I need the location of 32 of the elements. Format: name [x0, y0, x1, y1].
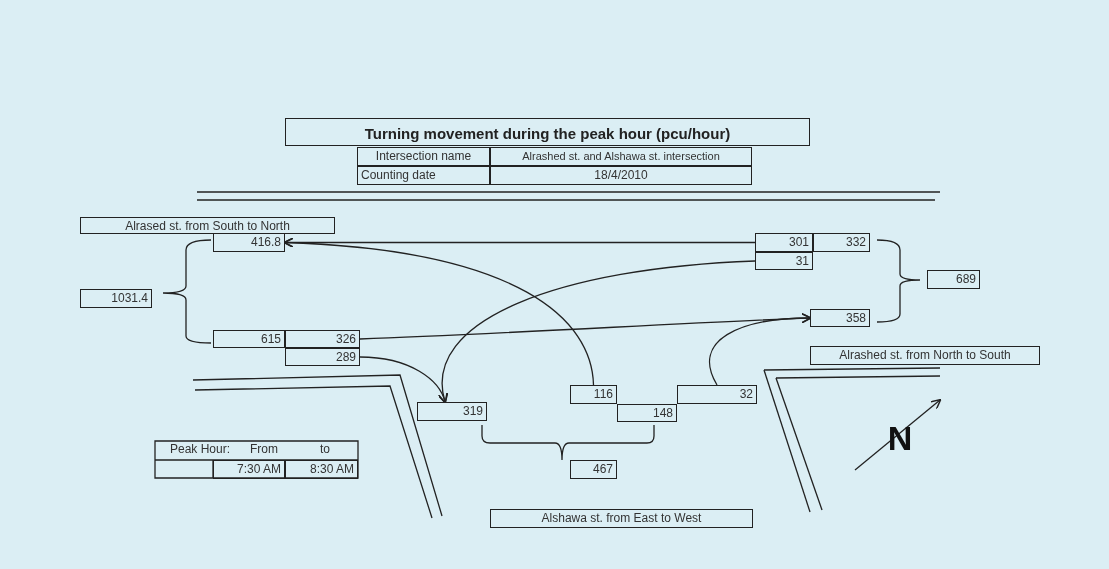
count-box: 1031.4: [80, 289, 152, 308]
count-box: 326: [285, 330, 360, 348]
count-box: 416.8: [213, 233, 285, 252]
street-name-box: Alrased st. from South to North: [80, 217, 335, 234]
table-header: Peak Hour:: [168, 441, 230, 458]
count-box: 289: [285, 348, 360, 366]
count-box: 358: [810, 309, 870, 327]
title-box: Turning movement during the peak hour (pcu/hour): [285, 118, 810, 146]
count-box: 148: [617, 404, 677, 422]
table-cell: Intersection name: [357, 147, 490, 166]
count-box: 31: [755, 252, 813, 270]
arrow: [283, 237, 756, 248]
table-cell: Alrashed st. and Alshawa st. intersection: [490, 147, 752, 166]
count-box: 116: [570, 385, 617, 404]
arrow: [283, 237, 595, 386]
count-box: 319: [417, 402, 487, 421]
street-name-box: Alshawa st. from East to West: [490, 509, 753, 528]
arrow: [359, 356, 448, 404]
count-box: 467: [570, 460, 617, 479]
arrow: [709, 312, 812, 386]
street-name-box: Alrashed st. from North to South: [810, 346, 1040, 365]
table-header: to: [319, 441, 331, 458]
count-box: 332: [813, 233, 870, 252]
count-box: 32: [677, 385, 757, 404]
table-cell: 8:30 AM: [285, 460, 358, 479]
table-cell: Counting date: [357, 166, 490, 185]
table-cell: 7:30 AM: [213, 460, 285, 479]
count-box: 615: [213, 330, 285, 348]
table-cell: 18/4/2010: [490, 166, 752, 185]
count-box: 301: [755, 233, 813, 252]
table-header: From: [249, 441, 279, 458]
count-box: 689: [927, 270, 980, 289]
